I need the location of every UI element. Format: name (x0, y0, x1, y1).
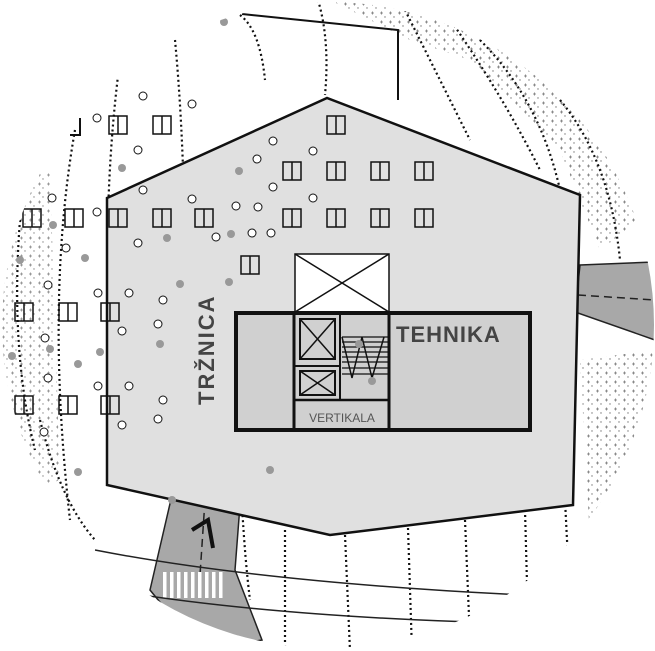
tree-icon (158, 295, 168, 305)
window-icon (370, 208, 390, 228)
tree-icon (308, 146, 318, 156)
window-icon (14, 395, 34, 415)
window-icon (58, 395, 78, 415)
label-market: TRŽNICA (194, 294, 219, 405)
tree-icon (138, 91, 148, 101)
shrub-icon (74, 360, 82, 368)
window-icon (282, 161, 302, 181)
shrub-icon (266, 466, 274, 474)
shrub-icon (16, 256, 24, 264)
tree-icon (117, 326, 127, 336)
shrub-icon (74, 468, 82, 476)
tree-icon (124, 381, 134, 391)
tree-icon (93, 381, 103, 391)
window-icon (14, 302, 34, 322)
tree-icon (138, 185, 148, 195)
window-icon (326, 208, 346, 228)
shrub-icon (225, 278, 233, 286)
terrain-hatch-east (580, 350, 654, 540)
contour-line (559, 99, 622, 261)
shrub-icon (118, 164, 126, 172)
contour-line (16, 219, 37, 451)
tree-icon (61, 243, 71, 253)
window-icon (152, 115, 172, 135)
tree-icon (158, 395, 168, 405)
window-icon (58, 302, 78, 322)
window-icon (64, 208, 84, 228)
contour-line (479, 39, 562, 191)
tree-icon (187, 194, 197, 204)
contour-line (406, 527, 414, 648)
contour-line (343, 534, 352, 648)
window-icon (108, 208, 128, 228)
tree-icon (153, 414, 163, 424)
tree-icon (92, 113, 102, 123)
tree-icon (40, 333, 50, 343)
shrub-icon (156, 340, 164, 348)
shrub-icon (49, 221, 57, 229)
window-icon (240, 255, 260, 275)
shrub-icon (8, 352, 16, 360)
tree-icon (43, 280, 53, 290)
contour-line (316, 2, 328, 96)
contour-line (38, 419, 96, 541)
shrub-icon (355, 340, 363, 348)
label-vertical: VERTIKALA (309, 411, 375, 425)
window-icon (22, 208, 42, 228)
contour-line (404, 9, 471, 141)
shrub-icon (81, 254, 89, 262)
tree-icon (47, 193, 57, 203)
tree-icon (187, 99, 197, 109)
tree-icon (266, 228, 276, 238)
tree-icon (268, 182, 278, 192)
shrub-icon (168, 496, 176, 504)
elevator-icon (299, 318, 336, 396)
tree-icon (117, 420, 127, 430)
crosswalk (163, 572, 223, 598)
window-icon (282, 208, 302, 228)
tree-icon (93, 288, 103, 298)
shrub-icon (46, 345, 54, 353)
tree-icon (252, 154, 262, 164)
shrub-icon (176, 280, 184, 288)
tree-icon (231, 201, 241, 211)
technical-core (234, 311, 532, 432)
window-icon (414, 161, 434, 181)
tree-icon (211, 232, 221, 242)
shrub-icon (220, 18, 228, 26)
tree-icon (124, 288, 134, 298)
shrub-icon (235, 167, 243, 175)
tree-icon (43, 373, 53, 383)
tree-icon (268, 136, 278, 146)
terrain-hatch-west (2, 170, 60, 500)
contour-line (439, 4, 541, 171)
arrow-icon (190, 516, 215, 549)
shrub-icon (227, 230, 235, 238)
tree-icon (247, 228, 257, 238)
tree-icon (153, 319, 163, 329)
window-icon (414, 208, 434, 228)
window-icon (326, 115, 346, 135)
tree-icon (308, 193, 318, 203)
shrub-icon (163, 234, 171, 242)
window-icon (152, 208, 172, 228)
stairs-icon (341, 336, 388, 381)
tree-icon (92, 207, 102, 217)
window-icon (108, 115, 128, 135)
shrub-icon (96, 348, 104, 356)
window-icon (100, 395, 120, 415)
window-icon (100, 302, 120, 322)
shrub-icon (368, 377, 376, 385)
window-icon (370, 161, 390, 181)
contour-line (57, 129, 77, 521)
tree-icon (133, 145, 143, 155)
window-icon (326, 161, 346, 181)
window-icon (194, 208, 214, 228)
tree-icon (253, 202, 263, 212)
tree-icon (39, 427, 49, 437)
tree-icon (133, 238, 143, 248)
label-technical: TEHNIKA (396, 322, 501, 347)
